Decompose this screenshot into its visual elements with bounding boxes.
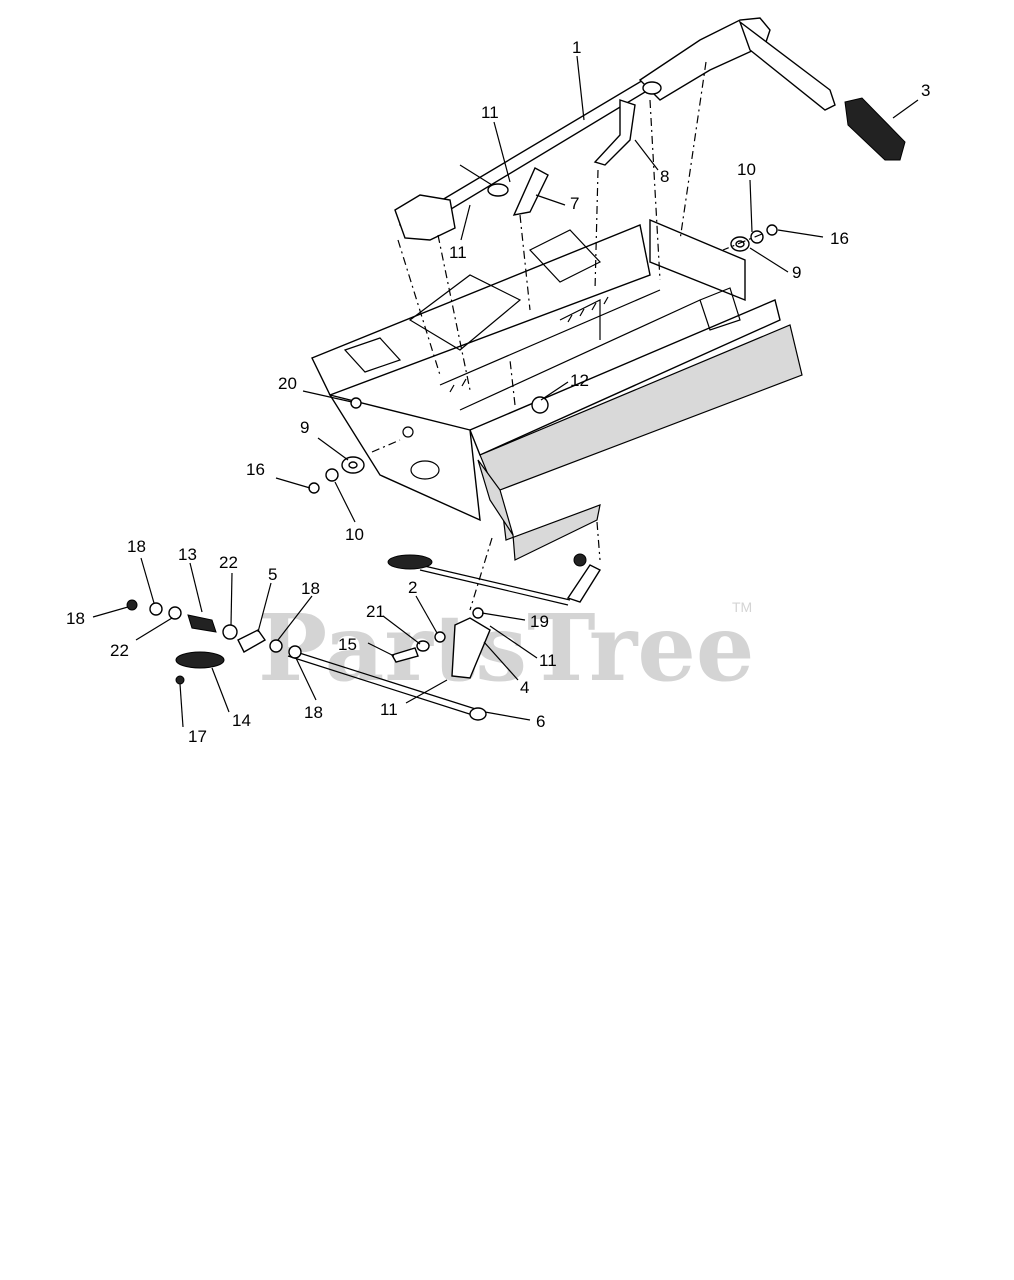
left-bushing-hardware bbox=[308, 396, 549, 494]
callout-20: 20 bbox=[278, 374, 297, 393]
callout-4: 4 bbox=[520, 678, 529, 697]
callout-21: 21 bbox=[366, 602, 385, 621]
part-15-bolt bbox=[390, 647, 419, 663]
callout-18-top: 18 bbox=[127, 537, 146, 556]
callout-11-top: 11 bbox=[481, 103, 499, 122]
callout-12: 12 bbox=[570, 371, 589, 390]
callout-22-top: 22 bbox=[219, 553, 238, 572]
frame-assembly bbox=[311, 218, 803, 561]
callout-5: 5 bbox=[268, 565, 277, 584]
callout-13: 13 bbox=[178, 545, 197, 564]
callout-9-right: 9 bbox=[792, 263, 801, 282]
callout-11-upper-left: 11 bbox=[449, 243, 467, 262]
callout-22-bottom: 22 bbox=[110, 641, 129, 660]
part-1-pedal-shaft bbox=[394, 17, 836, 241]
part-7-arm bbox=[512, 167, 549, 216]
callout-15: 15 bbox=[338, 635, 357, 654]
callout-2: 2 bbox=[408, 578, 417, 597]
part-6-rod bbox=[287, 649, 487, 721]
part-4-lever bbox=[416, 607, 491, 679]
callout-18-upper: 18 bbox=[301, 579, 320, 598]
leader-lines bbox=[92, 55, 919, 728]
part-8-arm bbox=[593, 99, 636, 166]
callout-9-left: 9 bbox=[300, 418, 309, 437]
watermark-trademark: TM bbox=[732, 599, 752, 615]
callout-10-right: 10 bbox=[737, 160, 756, 179]
watermark-brand: PartsTree bbox=[258, 594, 754, 702]
callout-16-right: 16 bbox=[830, 229, 849, 248]
callout-19: 19 bbox=[530, 612, 549, 631]
callout-18-lower: 18 bbox=[304, 703, 323, 722]
right-bushing-hardware bbox=[730, 224, 778, 252]
callout-11-lower: 11 bbox=[380, 700, 398, 719]
callout-16-left: 16 bbox=[246, 460, 265, 479]
callout-3: 3 bbox=[921, 81, 930, 100]
callout-17: 17 bbox=[188, 727, 207, 746]
callout-14: 14 bbox=[232, 711, 251, 730]
callout-labels: 1 2 3 4 5 6 7 8 9 9 10 10 11 11 11 11 11… bbox=[66, 38, 930, 746]
alignment-lines bbox=[371, 61, 763, 611]
callout-8: 8 bbox=[660, 167, 669, 186]
callout-11-right: 11 bbox=[539, 651, 557, 670]
callout-18-left: 18 bbox=[66, 609, 85, 628]
callout-7: 7 bbox=[570, 194, 579, 213]
callout-10-left: 10 bbox=[345, 525, 364, 544]
part-2-rod bbox=[387, 553, 602, 606]
callout-1: 1 bbox=[572, 38, 581, 57]
left-spring-hardware bbox=[126, 599, 302, 685]
callout-6: 6 bbox=[536, 712, 545, 731]
part-3-pedal-pad bbox=[844, 97, 906, 161]
